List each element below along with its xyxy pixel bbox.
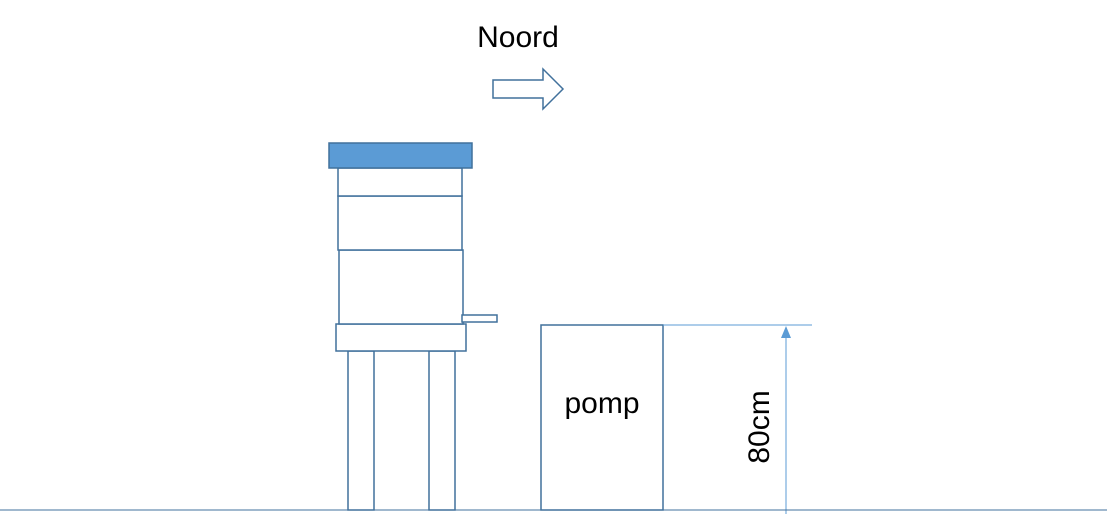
stand-leg-right [428,350,456,511]
height-label: 80cm [743,390,776,463]
hive-lid [328,142,473,169]
hive-entrance [461,314,498,323]
hive-brood-box [338,249,464,325]
pump-label: pomp [564,387,639,420]
dimension-arrowhead-icon [781,326,791,338]
north-label: Noord [477,21,559,54]
stand-top-board [335,323,467,352]
north-arrow-icon [492,67,565,111]
pump-box [540,324,664,511]
hive-top-box [337,167,463,197]
stand-leg-left [347,350,375,511]
hive-super-box [337,195,463,251]
